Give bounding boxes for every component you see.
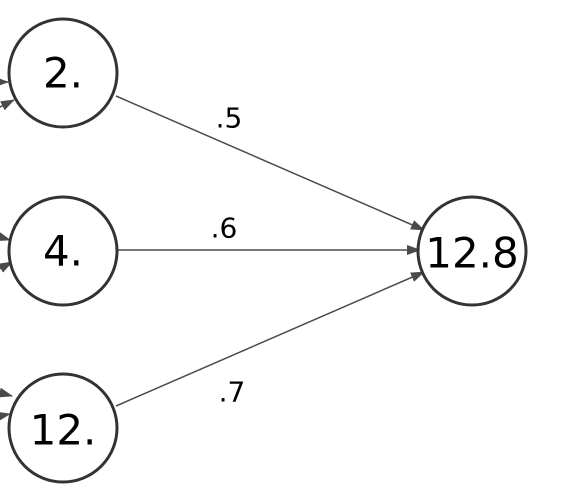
input-node-n2: 4. [7,195,119,307]
stub-n1-bottom [0,99,15,111]
weight-labels: .5 .6 .7 [211,102,246,409]
edge-n1-out [115,95,425,231]
node-circle [7,17,119,129]
input-node-n1: 2. [7,17,119,129]
weight-label-n1: .5 [216,102,243,135]
node-label: 12. [30,406,97,455]
stub-n3-top [0,387,13,398]
edges [115,95,425,407]
output-node: 12.8 [416,195,528,307]
weight-label-n3: .7 [219,376,246,409]
node-label: 12.8 [425,229,519,278]
incoming-stubs [0,77,15,422]
node-label: 4. [43,227,83,276]
input-node-n3: 12. [7,372,119,484]
weight-label-n2: .6 [211,212,238,245]
stub-n2-top [0,231,11,242]
node-label: 2. [43,49,83,98]
stub-n2-bottom [0,261,13,273]
node-circle [7,195,119,307]
stub-n3-bottom [0,411,11,422]
node-circle [416,195,528,307]
edge-n3-out [115,271,425,407]
node-circle [7,372,119,484]
